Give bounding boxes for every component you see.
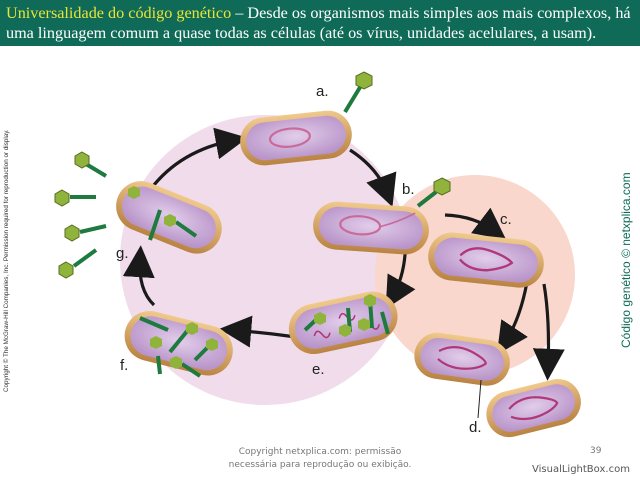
label-b: b. xyxy=(402,181,415,198)
title-highlight: Universalidade do código genético xyxy=(6,4,231,22)
label-e: e. xyxy=(312,361,325,378)
label-c: c. xyxy=(500,211,512,228)
footer-note-line1: Copyright netxplica.com: permissão xyxy=(215,446,425,459)
bacterium-d-right xyxy=(482,374,586,442)
page-number: 39 xyxy=(590,446,601,456)
pointer-d xyxy=(478,380,481,418)
released-phages xyxy=(55,152,106,278)
label-a: a. xyxy=(316,83,329,100)
title-bar: Universalidade do código genético – Desd… xyxy=(0,0,640,46)
publisher-copyright: Copyright © The McGraw-Hill Companies, I… xyxy=(3,92,10,392)
visuallightbox-watermark: VisualLightBox.com xyxy=(532,464,630,475)
slide-title: Universalidade do código genético – Desd… xyxy=(6,3,634,43)
phage-a xyxy=(345,72,372,112)
netxplica-credit: Código genético © netxplica.com xyxy=(619,168,633,348)
bacterium-b xyxy=(311,200,430,256)
label-d: d. xyxy=(469,419,482,436)
label-g: g. xyxy=(116,245,129,262)
footer-note-line2: necessária para reprodução ou exibição. xyxy=(215,459,425,472)
phage-life-cycle-diagram: a. b. c. d. e. f. g. xyxy=(0,46,640,480)
label-f: f. xyxy=(120,357,128,374)
footer-copyright-note: Copyright netxplica.com: permissão neces… xyxy=(215,446,425,472)
